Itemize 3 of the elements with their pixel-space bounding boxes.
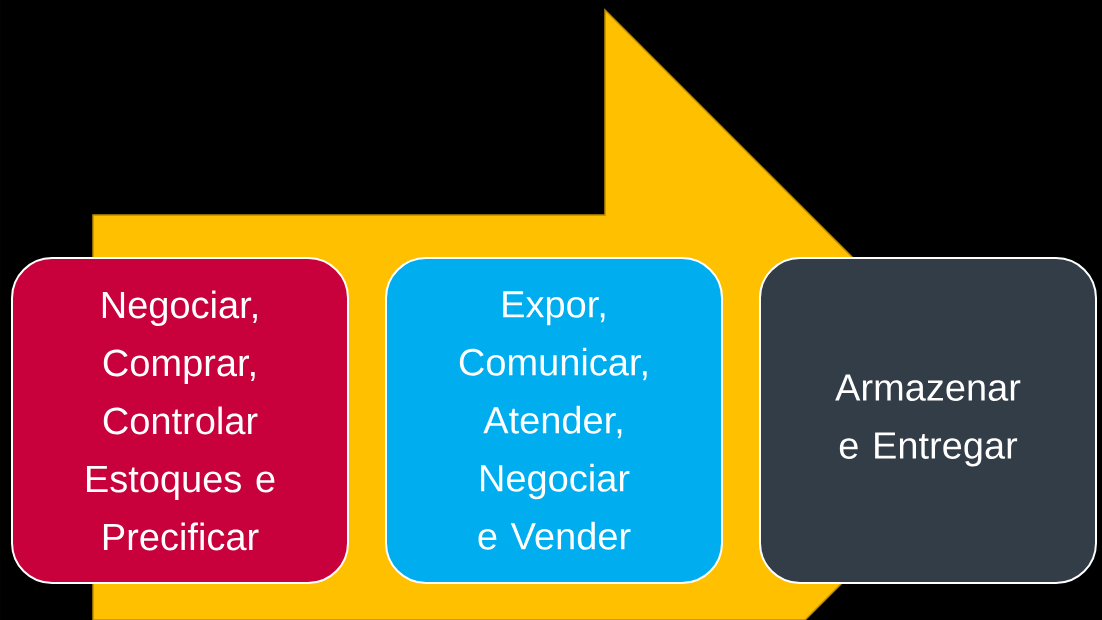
process-box: Expor, Comunicar, Atender, Negociar e Vender [385,257,723,584]
process-box: Negociar, Comprar, Controlar Estoques e Precificar [11,257,349,584]
process-box: Armazenar e Entregar [759,257,1097,584]
